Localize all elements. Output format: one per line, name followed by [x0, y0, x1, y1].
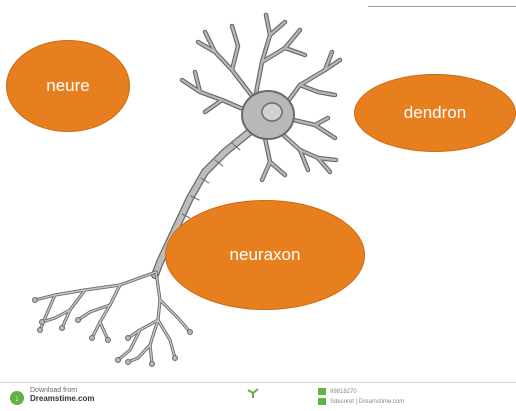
tree-logo-icon — [244, 387, 262, 399]
label-bubble-dendron: dendron — [354, 74, 516, 152]
label-neure: neure — [46, 76, 89, 96]
download-arrow-icon: ↓ — [10, 391, 24, 405]
download-credit: Download from Dreamstime.com — [30, 387, 94, 403]
top-rule — [368, 6, 516, 7]
image-id-text: 99818270 — [330, 388, 357, 396]
credit-badge-icon — [318, 398, 326, 405]
watermark-footer: ↓ Download from Dreamstime.com 99818270 … — [0, 382, 516, 411]
nucleus — [262, 103, 282, 121]
brand-text: Dreamstime.com — [30, 395, 94, 403]
label-dendron: dendron — [404, 103, 466, 123]
cell-body — [242, 91, 294, 139]
credit-text: Sdecoret | Dreamstime.com — [330, 398, 404, 406]
label-bubble-neure: neure — [6, 40, 130, 132]
id-badge-icon — [318, 388, 326, 395]
label-neuraxon: neuraxon — [230, 245, 301, 265]
label-bubble-neuraxon: neuraxon — [165, 200, 365, 310]
